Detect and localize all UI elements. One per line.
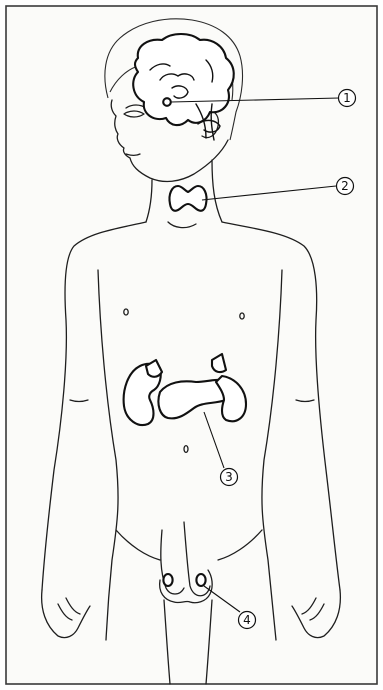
label-3: 3: [225, 470, 233, 484]
pituitary-gland: [163, 98, 171, 106]
label-1: 1: [343, 91, 351, 105]
right-testis: [196, 574, 205, 586]
label-4: 4: [243, 613, 251, 627]
label-2: 2: [341, 179, 349, 193]
left-testis: [163, 574, 172, 586]
